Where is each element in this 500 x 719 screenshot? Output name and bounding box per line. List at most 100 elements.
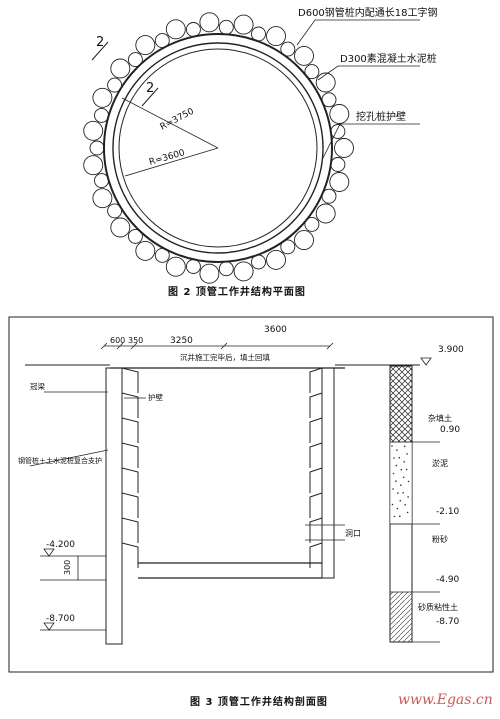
lining-segment — [121, 417, 139, 443]
figure3-section — [8, 316, 494, 673]
soil-depth-1: -2.10 — [436, 507, 460, 517]
elev-marker-4200 — [43, 548, 55, 557]
outer-pile-ring — [83, 12, 354, 284]
elev-marker-8700 — [43, 622, 55, 631]
lining-segment — [121, 517, 139, 543]
silt-dot — [395, 480, 397, 482]
silt-dot — [407, 480, 410, 483]
dim-3600: 3600 — [264, 325, 287, 335]
leader-mixing-pile — [317, 65, 420, 81]
label-retaining-wall: 挖孔桩护壁 — [356, 110, 406, 123]
silt-dot — [396, 449, 398, 451]
note-backfill: 沉井施工完毕后，填土回填 — [180, 352, 270, 362]
note-pipe-hole: 洞口 — [345, 528, 361, 538]
dimension-ticks — [100, 342, 334, 350]
radius-line-inner — [124, 147, 219, 177]
silt-dot — [402, 492, 405, 494]
innermost-circle — [118, 48, 318, 248]
steel-pile — [294, 45, 314, 66]
lining-segment — [121, 542, 139, 568]
left-lining-segments — [121, 367, 139, 568]
mixing-pile — [304, 216, 320, 232]
steel-pile — [294, 230, 314, 251]
silt-dot — [392, 488, 394, 490]
steel-pile — [83, 155, 104, 176]
note-crown-beam: 冠梁 — [30, 382, 45, 391]
silt-dots — [391, 445, 410, 518]
lining-segment — [121, 467, 139, 493]
silt-dot — [405, 468, 408, 471]
steel-pile — [165, 19, 186, 40]
mixing-pile — [185, 259, 201, 274]
radius-line-outer — [121, 97, 219, 149]
right-pile — [321, 367, 335, 579]
watermark: www.Egas.cn — [398, 692, 493, 708]
label-radius-inner: R=3600 — [148, 148, 186, 168]
label-radius-outer: R=3750 — [159, 106, 196, 132]
leader-retaining-wall — [321, 123, 420, 161]
dimension-tick — [130, 342, 138, 350]
note-lining: 护壁 — [148, 392, 163, 402]
silt-dot — [398, 456, 401, 459]
steel-pile — [233, 14, 254, 35]
frame-border — [8, 316, 494, 673]
lining-segment — [309, 367, 323, 393]
mixing-pile — [107, 77, 123, 93]
silt-dot — [399, 499, 402, 502]
lining-segment — [121, 392, 139, 418]
mixing-pile — [280, 239, 296, 255]
dim-300: 300 — [63, 560, 72, 575]
soil-name-1: 淤泥 — [432, 458, 448, 468]
silt-dot — [397, 492, 399, 494]
dimension-tick — [220, 342, 228, 350]
section-mark-2 — [141, 87, 159, 107]
silt-dot — [393, 515, 396, 518]
steel-pile — [233, 261, 254, 282]
lining-segment — [309, 542, 323, 568]
mixing-pile — [127, 228, 143, 244]
soil-name-0: 杂填土 — [428, 413, 452, 423]
mixing-pile — [330, 157, 346, 172]
steel-pile — [199, 263, 220, 284]
dim-350: 350 — [128, 336, 143, 345]
steel-pile — [110, 58, 131, 79]
dimension-tick — [116, 342, 124, 350]
elev-4200: -4.200 — [46, 540, 75, 550]
note-pile-support: 钢管桩＋土水泥桩复合支护 — [18, 456, 102, 465]
silt-dot — [393, 457, 395, 459]
steel-pile — [110, 217, 131, 238]
soil-silt — [389, 441, 413, 525]
silt-dot — [395, 464, 398, 467]
soil-depth-3: -8.70 — [436, 617, 460, 627]
mixing-pile — [218, 19, 234, 35]
label-mixing-pile: D300素混凝土水泥桩 — [340, 52, 437, 65]
lining-segment — [309, 517, 323, 543]
soil-name-2: 粉砂 — [432, 534, 448, 544]
soil-fill — [390, 366, 412, 442]
mixing-pile — [89, 140, 105, 156]
mixing-pile — [107, 203, 123, 219]
left-pile — [105, 367, 123, 645]
label-steel-pile: D600钢管桩内配通长18工字钢 — [298, 6, 438, 19]
steel-pile — [92, 188, 113, 209]
mixing-pile — [185, 22, 201, 37]
outer-wall-circle — [103, 33, 333, 263]
leader-steel-pile — [296, 19, 420, 46]
leader-pile-support — [29, 449, 109, 467]
lining-segment — [121, 492, 139, 518]
lining-segment — [121, 442, 139, 468]
elev-marker-top — [420, 357, 432, 366]
silt-dot — [403, 461, 406, 463]
figure2-plan — [83, 12, 420, 284]
mixing-pile — [280, 41, 296, 57]
soil-depth-0: 0.90 — [440, 425, 460, 435]
dim-3250: 3250 — [170, 336, 193, 346]
steel-pile — [315, 72, 336, 93]
lining-segment — [309, 467, 323, 493]
silt-dot — [406, 453, 408, 455]
silt-dot — [399, 515, 401, 517]
mixing-pile — [330, 124, 346, 139]
silt-dot — [400, 468, 403, 471]
silt-dot — [403, 445, 406, 448]
